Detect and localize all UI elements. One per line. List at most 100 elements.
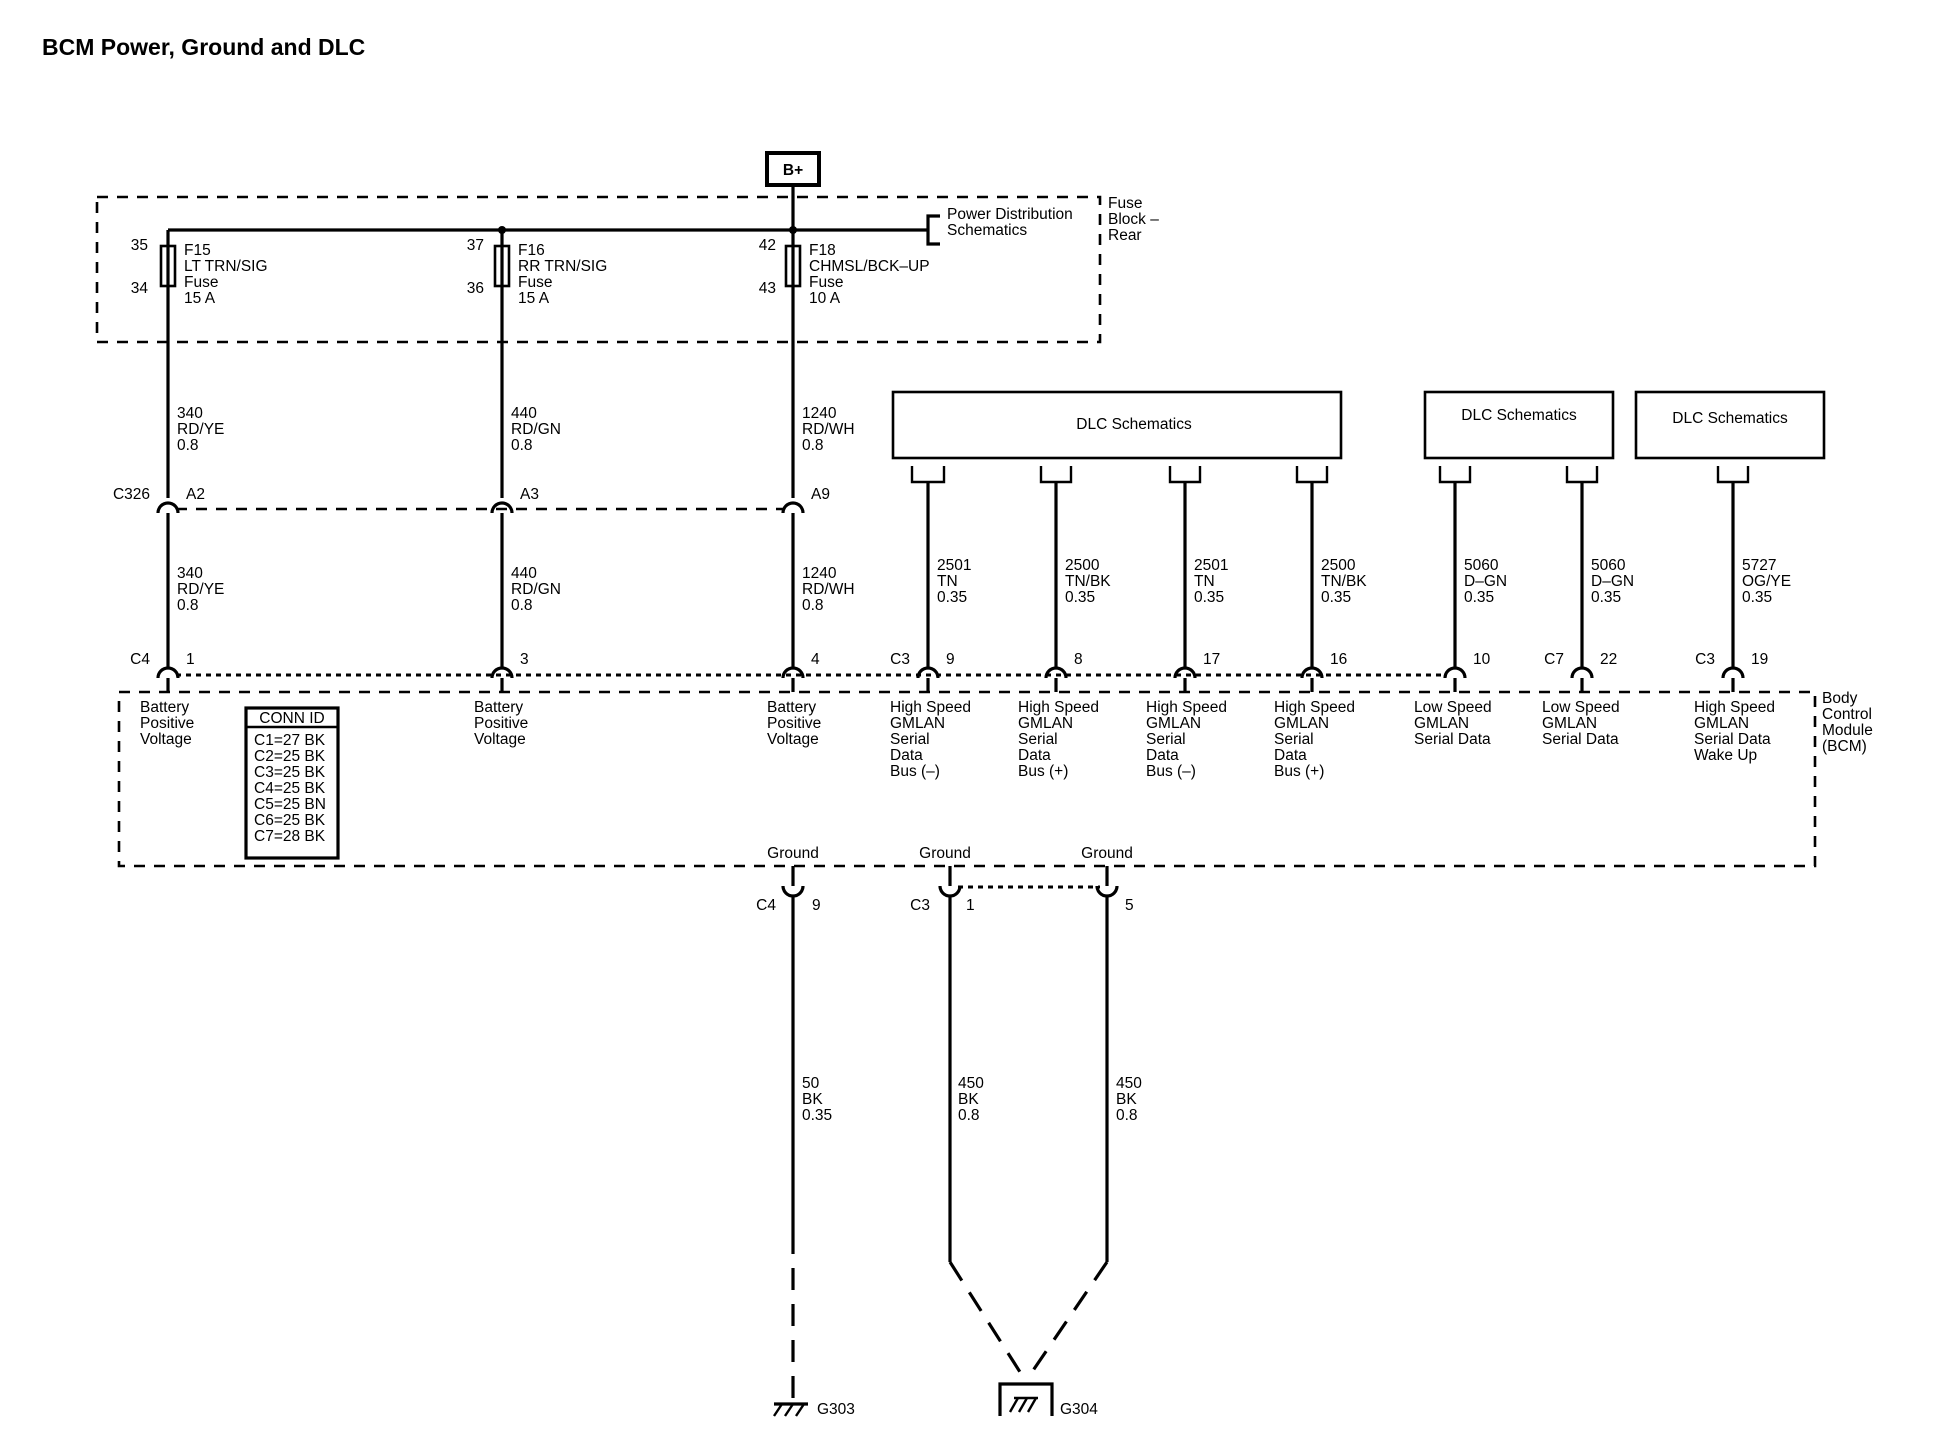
bcm-pin-10: 10	[1473, 651, 1491, 668]
bcm-label-1: Body	[1822, 690, 1858, 707]
svg-text:High Speed: High Speed	[1018, 699, 1099, 716]
conn-id-row-4: C4=25 BK	[254, 780, 326, 797]
svg-text:GMLAN: GMLAN	[1018, 715, 1073, 732]
dlc-wire-4-size: 0.35	[1321, 589, 1351, 606]
ground-wires: 50 BK 0.35 450 BK 0.8 450 BK 0.8	[791, 896, 1142, 1404]
wire-340-lower-color: RD/YE	[177, 581, 224, 598]
svg-text:GMLAN: GMLAN	[1694, 715, 1749, 732]
wire-340-upper-size: 0.8	[177, 437, 199, 454]
wire-440-upper-color: RD/GN	[511, 421, 561, 438]
dlc-wire-5-size: 0.35	[1464, 589, 1494, 606]
svg-text:High Speed: High Speed	[890, 699, 971, 716]
conn-id-table: CONN ID C1=27 BK C2=25 BK C3=25 BK C4=25…	[244, 706, 340, 860]
conn-id-row-6: C6=25 BK	[254, 812, 326, 829]
ground-label-2: Ground	[919, 845, 971, 862]
ground-label-3: Ground	[1081, 845, 1133, 862]
svg-text:Battery: Battery	[474, 699, 523, 716]
bcm-pin-8: 8	[1074, 651, 1083, 668]
pin-function-3: Battery Positive Voltage	[474, 699, 528, 748]
ground-pin-1: 1	[966, 897, 975, 914]
ground-wire-1-size: 0.35	[802, 1107, 832, 1124]
conn-id-row-1: C1=27 BK	[254, 732, 326, 749]
f15-pin-out: 34	[131, 280, 149, 297]
dlc-wire-6-size: 0.35	[1591, 589, 1621, 606]
f16-pin-out: 36	[467, 280, 484, 297]
svg-text:Positive: Positive	[140, 715, 194, 732]
ground-conn-c4: C4	[756, 897, 776, 914]
bcm-pin-17: 17	[1203, 651, 1220, 668]
dlc-box-3: DLC Schematics	[1634, 390, 1826, 484]
wire-340-upper-color: RD/YE	[177, 421, 224, 438]
pin-function-9: High Speed GMLAN Serial Data Bus (–)	[890, 699, 971, 780]
wire-440-upper-circuit: 440	[511, 405, 537, 422]
bcm-connector-row: C4 C3 C7 C3 1 3 4 9 8 17 16 10 22 19	[130, 651, 1768, 692]
dlc-box-1-label: DLC Schematics	[1076, 416, 1192, 433]
ground-pin-9: 9	[812, 897, 821, 914]
dlc-wire-1-color: TN	[937, 573, 958, 590]
conn-id-row-3: C3=25 BK	[254, 764, 326, 781]
ground-wire-2-size: 0.8	[958, 1107, 980, 1124]
conn-id-header: CONN ID	[259, 710, 324, 727]
fuse-block-label-2: Block –	[1108, 211, 1159, 228]
dlc-wire-2-size: 0.35	[1065, 589, 1095, 606]
bcm-conn-c4: C4	[130, 651, 150, 668]
f18-line-1: F18	[809, 242, 836, 259]
f15-line-2: LT TRN/SIG	[184, 258, 268, 275]
svg-text:Serial: Serial	[890, 731, 930, 748]
svg-text:Serial: Serial	[1018, 731, 1058, 748]
wire-340-upper-circuit: 340	[177, 405, 203, 422]
f16-line-3: Fuse	[518, 274, 552, 291]
connector-c326: C326 A2 A3 A9	[113, 486, 830, 514]
f15-line-4: 15 A	[184, 290, 216, 307]
f15-line-3: Fuse	[184, 274, 218, 291]
bcm-pin-16: 16	[1330, 651, 1347, 668]
wire-1240-lower-size: 0.8	[802, 597, 824, 614]
dlc-box-2: DLC Schematics	[1423, 390, 1615, 484]
svg-text:Serial Data: Serial Data	[1414, 731, 1491, 748]
dlc-wire-2-circuit: 2500	[1065, 557, 1100, 574]
f18-pin-out: 43	[759, 280, 776, 297]
dlc-wire-3-color: TN	[1194, 573, 1215, 590]
svg-text:Serial: Serial	[1146, 731, 1186, 748]
dlc-wire-4-circuit: 2500	[1321, 557, 1356, 574]
svg-text:Data: Data	[1146, 747, 1179, 764]
dlc-wire-3-size: 0.35	[1194, 589, 1224, 606]
svg-text:Voltage: Voltage	[140, 731, 192, 748]
bcm-label-4: (BCM)	[1822, 738, 1867, 755]
svg-text:GMLAN: GMLAN	[1414, 715, 1469, 732]
ground-wire-3-circuit: 450	[1116, 1075, 1142, 1092]
dlc-box-1: DLC Schematics	[891, 390, 1343, 484]
dlc-wire-1-circuit: 2501	[937, 557, 971, 574]
battery-positive-source: B+	[765, 151, 821, 187]
svg-text:Bus (+): Bus (+)	[1274, 763, 1324, 780]
f15-pin-in: 35	[131, 237, 148, 254]
ground-wire-3-color: BK	[1116, 1091, 1137, 1108]
bcm-pin-3: 3	[520, 651, 529, 668]
dlc-wire-1-size: 0.35	[937, 589, 967, 606]
bcm-label-3: Module	[1822, 722, 1873, 739]
conn-id-row-5: C5=25 BN	[254, 796, 326, 813]
pin-function-8: High Speed GMLAN Serial Data Bus (+)	[1018, 699, 1099, 780]
c326-pin-a2: A2	[186, 486, 205, 503]
f18-line-4: 10 A	[809, 290, 841, 307]
dlc-box-2-label: DLC Schematics	[1461, 407, 1577, 424]
ground-g304: G304	[998, 1382, 1098, 1418]
pds-label-2: Schematics	[947, 222, 1027, 239]
c326-pin-a3: A3	[520, 486, 539, 503]
pin-function-1: Battery Positive Voltage	[140, 699, 194, 748]
svg-text:Bus (+): Bus (+)	[1018, 763, 1068, 780]
body-control-module: Body Control Module (BCM) Battery Positi…	[117, 690, 1873, 868]
fuse-block-label-3: Rear	[1108, 227, 1142, 244]
svg-text:Serial Data: Serial Data	[1694, 731, 1771, 748]
svg-text:Battery: Battery	[767, 699, 816, 716]
f16-line-4: 15 A	[518, 290, 550, 307]
fuse-f16: 37 36 F16 RR TRN/SIG Fuse 15 A	[467, 230, 607, 307]
f18-line-2: CHMSL/BCK–UP	[809, 258, 930, 275]
c326-pin-a9: A9	[811, 486, 830, 503]
pds-label-1: Power Distribution	[947, 206, 1073, 223]
bcm-conn-c7: C7	[1544, 651, 1564, 668]
svg-text:Serial: Serial	[1274, 731, 1314, 748]
wire-1240-lower-circuit: 1240	[802, 565, 837, 582]
f18-line-3: Fuse	[809, 274, 843, 291]
